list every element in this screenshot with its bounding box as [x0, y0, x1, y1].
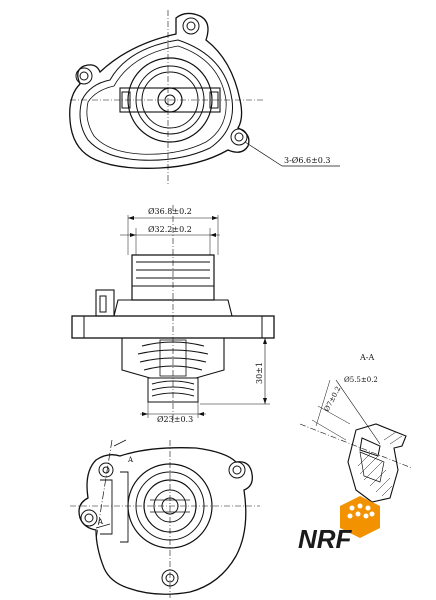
logo-text: NRF — [298, 524, 353, 554]
top-view: 3-Ø6.6±0.3 — [69, 10, 340, 185]
dim-spring-diameter: Ø23±0.3 — [157, 415, 193, 424]
section-view: A-A Ø5.5±0.2 Ø7±0.2 — [299, 353, 413, 503]
dim-seat: Ø7±0.2 — [323, 385, 343, 413]
section-marker-lower: A — [97, 518, 104, 526]
dim-outer-diameter: Ø36.8±0.2 — [148, 207, 192, 216]
spring-coil — [137, 341, 209, 371]
side-view: Ø36.8±0.2 Ø32.2±0.2 30±1 — [71, 205, 275, 425]
section-outline — [347, 423, 407, 503]
dim-inner-diameter: Ø32.2±0.2 — [148, 225, 192, 234]
top-flange-outline — [69, 12, 250, 169]
section-title: A-A — [359, 353, 374, 362]
bottom-view: A A — [70, 439, 260, 598]
nrf-logo: NRF — [298, 496, 380, 554]
dim-height: 30±1 — [255, 362, 264, 384]
section-marker-upper: A — [127, 456, 134, 464]
flange — [71, 315, 275, 339]
dim-bore: Ø5.5±0.2 — [344, 376, 378, 384]
hole-callout-label: 3-Ø6.6±0.3 — [284, 156, 331, 165]
